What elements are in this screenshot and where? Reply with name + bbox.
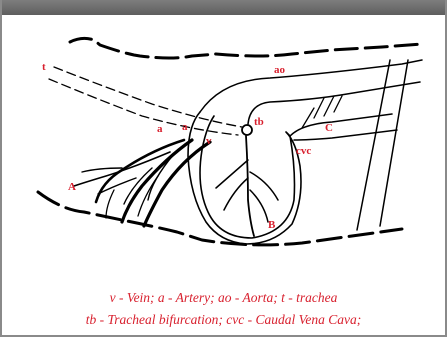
label-A: A — [68, 181, 76, 193]
label-v: v — [206, 135, 212, 147]
label-B: B — [268, 219, 276, 231]
thorax-outline-bottom — [38, 192, 402, 245]
aorta-lower — [248, 82, 420, 124]
diaphragm-line-2 — [380, 60, 408, 226]
diaphragm-line — [357, 60, 390, 230]
pulmonary-vessel-branch — [96, 140, 184, 202]
label-a-right: a — [182, 121, 188, 133]
label-t: t — [42, 61, 46, 73]
anatomy-diagram: t ao a a tb v C cvc A B — [2, 15, 445, 285]
pulmonary-artery — [122, 140, 192, 222]
label-tb: tb — [254, 116, 264, 128]
caudal-vena-cava-lower — [294, 130, 397, 140]
tracheal-bifurcation — [242, 125, 252, 135]
label-C: C — [325, 122, 333, 134]
trachea-lower — [49, 79, 238, 135]
heart-septum — [246, 136, 254, 236]
label-a-left: a — [157, 123, 163, 135]
label-ao: ao — [274, 64, 286, 76]
caption-line-2: tb - Tracheal bifurcation; cvc - Caudal … — [2, 312, 445, 328]
thorax-outline-top — [70, 38, 422, 58]
label-cvc: cvc — [296, 145, 311, 157]
caption-line-1: v - Vein; a - Artery; ao - Aorta; t - tr… — [2, 290, 445, 306]
heart-outline — [188, 112, 301, 244]
top-bar — [2, 0, 445, 15]
